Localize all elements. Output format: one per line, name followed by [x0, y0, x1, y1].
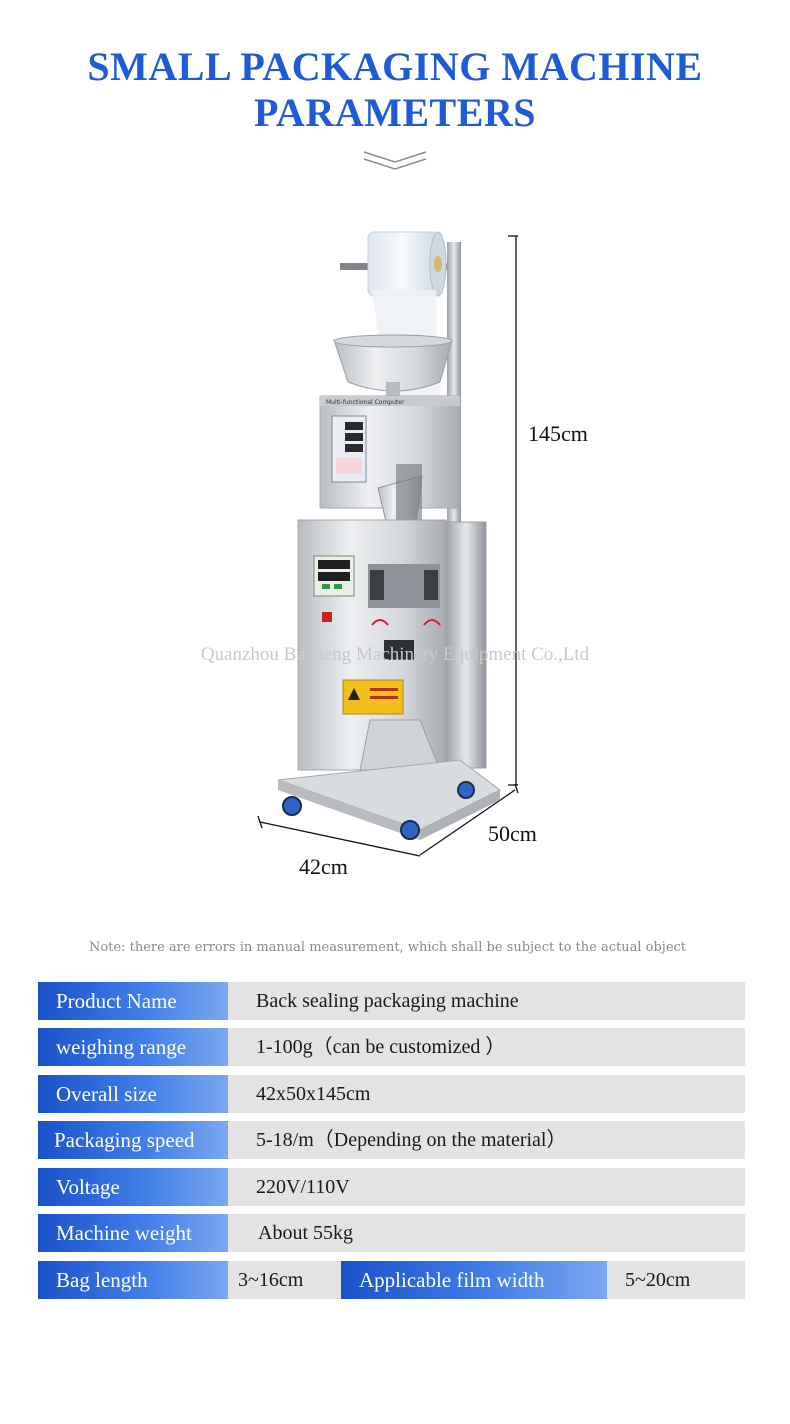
spec-value: About 55kg: [228, 1214, 745, 1252]
title-line-1: SMALL PACKAGING MACHINE: [87, 44, 703, 89]
spec-label: Packaging speed: [38, 1121, 228, 1159]
spec-row-packaging-speed: Packaging speed 5-18/m（Depending on the …: [38, 1121, 745, 1159]
spec-value: 1-100g（can be customized ）: [228, 1028, 745, 1066]
spec-value: Back sealing packaging machine: [228, 982, 745, 1020]
spec-row-overall-size: Overall size 42x50x145cm: [38, 1075, 745, 1113]
spec-row-weighing-range: weighing range 1-100g（can be customized …: [38, 1028, 745, 1066]
spec-label: weighing range: [38, 1028, 228, 1066]
height-dimension-line: [508, 235, 518, 786]
spec-row-machine-weight: Machine weight About 55kg: [38, 1214, 745, 1252]
spec-row-product-name: Product Name Back sealing packaging mach…: [38, 982, 745, 1020]
spec-value-bag-length: 3~16cm: [228, 1261, 341, 1299]
spec-label: Product Name: [38, 982, 228, 1020]
machine-illustration: Multi-functional Computer: [257, 231, 519, 857]
spec-label: Machine weight: [38, 1214, 228, 1252]
spec-label: Voltage: [38, 1168, 228, 1206]
double-chevron-down-icon: [363, 151, 427, 170]
height-dimension-label: 145cm: [528, 421, 588, 446]
spec-row-voltage: Voltage 220V/110V: [38, 1168, 745, 1206]
width-dimension-label: 42cm: [299, 854, 348, 879]
spec-label-bag-length: Bag length: [38, 1261, 228, 1299]
measurement-note: Note: there are errors in manual measure…: [88, 940, 687, 955]
depth-dimension-label: 50cm: [488, 821, 537, 846]
title-line-2: PARAMETERS: [253, 90, 537, 135]
spec-value: 5-18/m（Depending on the material）: [228, 1121, 745, 1159]
caster-wheels: [282, 781, 475, 840]
spec-row-bag-length-film-width: Bag length 3~16cm Applicable film width …: [38, 1261, 745, 1299]
watermark-text: Quanzhou Baoneng Machinery Equipment Co.…: [200, 644, 590, 665]
spec-value: 42x50x145cm: [228, 1075, 745, 1113]
spec-label-film-width: Applicable film width: [341, 1261, 607, 1299]
panel-label: Multi-functional Computer: [326, 399, 405, 406]
page-title: SMALL PACKAGING MACHINE PARAMETERS: [0, 44, 790, 136]
spec-value: 220V/110V: [228, 1168, 745, 1206]
spec-label: Overall size: [38, 1075, 228, 1113]
spec-value-film-width: 5~20cm: [607, 1261, 745, 1299]
width-dimension-line: [257, 815, 421, 857]
depth-dimension-line: [419, 783, 519, 856]
